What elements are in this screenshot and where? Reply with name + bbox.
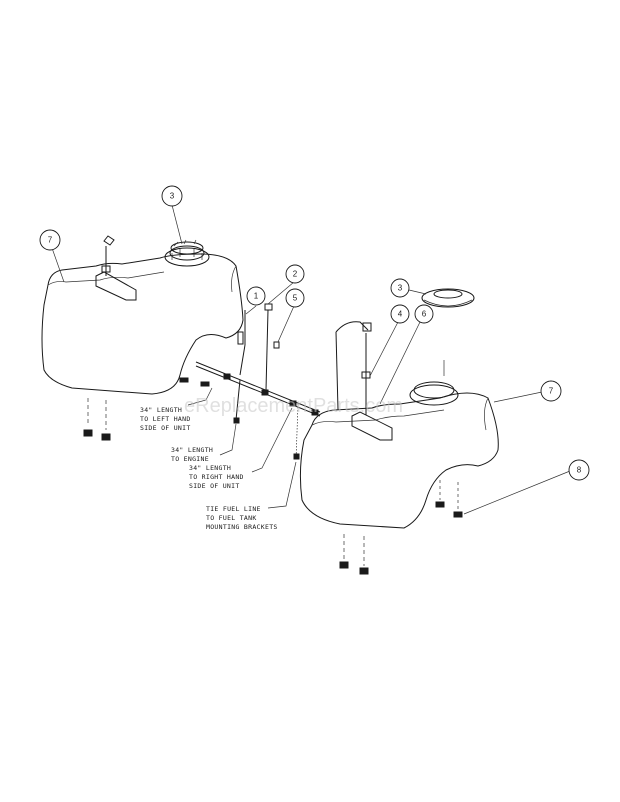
note-tie-fuel-line: TIE FUEL LINE TO FUEL TANK MOUNTING BRAC… <box>206 505 278 531</box>
callout-3-right: 3 <box>390 278 410 298</box>
fuel-cap-loose <box>421 288 475 308</box>
svg-text:3: 3 <box>170 192 175 201</box>
svg-text:4: 4 <box>398 310 403 319</box>
svg-text:7: 7 <box>549 387 554 396</box>
svg-text:3: 3 <box>398 284 403 293</box>
svg-text:5: 5 <box>293 294 298 303</box>
fuel-line-assembly <box>195 303 372 461</box>
svg-text:TO FUEL TANK: TO FUEL TANK <box>206 514 257 522</box>
callout-4: 4 <box>390 304 410 324</box>
right-fuel-tank <box>299 360 499 529</box>
fuel-cap-left <box>170 239 204 255</box>
svg-text:34" LENGTH: 34" LENGTH <box>189 464 231 472</box>
svg-text:TO LEFT HAND: TO LEFT HAND <box>140 415 191 423</box>
watermark: eReplacementParts.com <box>184 395 403 417</box>
svg-text:SIDE OF UNIT: SIDE OF UNIT <box>140 424 191 432</box>
callout-5: 5 <box>285 288 305 308</box>
left-tank-bolts <box>83 398 111 441</box>
note-engine: 34" LENGTH TO ENGINE <box>171 446 213 463</box>
callout-1: 1 <box>246 286 266 306</box>
svg-text:MOUNTING BRACKETS: MOUNTING BRACKETS <box>206 523 278 531</box>
svg-text:34" LENGTH: 34" LENGTH <box>140 406 182 414</box>
callout-7-right: 7 <box>540 380 562 402</box>
callout-8: 8 <box>568 459 590 481</box>
left-fuel-tank <box>41 235 244 395</box>
svg-text:SIDE OF UNIT: SIDE OF UNIT <box>189 482 240 490</box>
svg-text:2: 2 <box>293 270 298 279</box>
note-right-hand: 34" LENGTH TO RIGHT HAND SIDE OF UNIT <box>189 464 244 490</box>
svg-text:34" LENGTH: 34" LENGTH <box>171 446 213 454</box>
callout-2: 2 <box>285 264 305 284</box>
callout-7-left: 7 <box>39 229 61 251</box>
leader-lines <box>51 204 571 515</box>
note-left-hand: 34" LENGTH TO LEFT HAND SIDE OF UNIT <box>140 406 191 432</box>
callout-6: 6 <box>414 304 434 324</box>
right-tank-bolts <box>339 534 369 575</box>
svg-text:8: 8 <box>577 466 582 475</box>
svg-text:TO ENGINE: TO ENGINE <box>171 455 209 463</box>
svg-text:7: 7 <box>48 236 53 245</box>
svg-text:1: 1 <box>254 292 259 301</box>
callout-3-left: 3 <box>161 185 183 207</box>
svg-text:TIE FUEL LINE: TIE FUEL LINE <box>206 505 261 513</box>
svg-text:6: 6 <box>422 310 427 319</box>
svg-text:TO RIGHT HAND: TO RIGHT HAND <box>189 473 244 481</box>
